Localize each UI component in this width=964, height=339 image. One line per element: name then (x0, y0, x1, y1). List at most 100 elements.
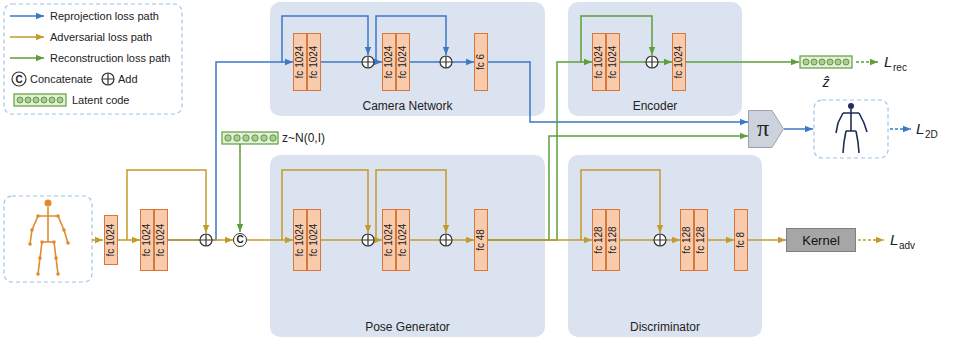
layer-label: fc 1024 (308, 46, 320, 79)
subscript: adv (899, 240, 915, 251)
input-skeleton (38, 256, 42, 260)
layer-label: fc 48 (475, 229, 487, 251)
input-skeleton (40, 240, 44, 244)
legend-sample (14, 94, 66, 106)
latent-code (843, 59, 849, 65)
legend-sample (10, 57, 44, 59)
subscript: 2D (925, 129, 938, 140)
latent-code (234, 135, 240, 141)
network-panel: Pose Generatorfc 1024fc 1024fc 1024fc 10… (270, 155, 545, 337)
add-symbol (362, 234, 374, 246)
output-skeleton (836, 109, 867, 153)
add-symbol (200, 56, 666, 246)
label: z~N(0,I) (282, 132, 325, 145)
legend-text: Latent code (72, 94, 130, 107)
fc-layer: fc 1024 (293, 33, 307, 91)
skip-connection (581, 170, 660, 240)
add-symbol (654, 234, 666, 246)
concat-label: C (236, 235, 243, 245)
projection-shape (749, 111, 784, 148)
legend-sample (49, 97, 55, 103)
add-symbol (646, 56, 658, 68)
connector (321, 61, 382, 63)
latent-code (270, 135, 276, 141)
latent-code (222, 132, 278, 144)
legend-text: Add (118, 73, 138, 86)
fc-layer: fc 128 (592, 209, 606, 271)
legend-sample (10, 15, 44, 17)
loss-arrow (856, 61, 878, 63)
skip-connection (282, 16, 368, 62)
fc-layer: fc 128 (680, 209, 694, 271)
input-skeleton (36, 272, 40, 276)
skip-connection (581, 16, 652, 62)
input-skeleton (66, 241, 70, 245)
layer-label: fc 1024 (673, 46, 685, 79)
connector (118, 239, 140, 241)
fc-layer: fc 1024 (396, 209, 410, 271)
fc-layer: fc 1024 (382, 209, 396, 271)
connector (168, 62, 293, 240)
input-skeleton (62, 228, 66, 232)
input-skeleton (54, 256, 58, 260)
input-skeleton (56, 272, 60, 276)
fc-layer: fc 1024 (293, 209, 307, 271)
panel-title: Discriminator (568, 320, 762, 334)
loss-arrow (784, 62, 911, 240)
connector (488, 239, 592, 241)
layer-label: fc 128 (593, 226, 605, 253)
latent-code (222, 56, 852, 232)
layer-label: fc 8 (735, 232, 747, 248)
legend-frame (4, 4, 182, 114)
fc-layer: fc 128 (694, 209, 708, 271)
latent-code (803, 59, 809, 65)
fc-layer: fc 8 (734, 209, 748, 271)
loss-arrow (784, 128, 813, 130)
latent-code (827, 59, 833, 65)
legend-text: Reprojection loss path (50, 10, 159, 23)
fc-layer: fc 1024 (104, 215, 118, 265)
fc-layer: fc 1024 (154, 209, 168, 271)
input-skeleton (4, 196, 92, 282)
add-symbol (200, 234, 212, 246)
label: L (916, 121, 924, 138)
latent-code (819, 59, 825, 65)
add-symbol (440, 56, 452, 68)
kernel-label: Kernel (802, 233, 840, 248)
legend-sample (17, 97, 63, 103)
input-skeleton (52, 240, 56, 244)
network-panel: Discriminatorfc 128fc 128fc 128fc 128fc … (568, 155, 762, 337)
subscript: rec (893, 62, 907, 73)
fc-layer: fc 1024 (396, 33, 410, 91)
layer-label: fc 128 (607, 226, 619, 253)
connector (247, 239, 293, 241)
loss-arrow (890, 128, 911, 130)
panel-title: Encoder (568, 99, 742, 113)
latent-code (239, 144, 241, 232)
legend-sample (41, 97, 47, 103)
layer-label: fc 1024 (607, 46, 619, 79)
fc-layer: fc 1024 (140, 209, 154, 271)
fc-layer: fc 128 (606, 209, 620, 271)
legend-sample (102, 73, 114, 85)
latent-code (225, 135, 276, 141)
input-skeleton (4, 196, 103, 282)
label: L (884, 54, 892, 71)
input-skeleton (36, 214, 40, 218)
legend-text: Reconstruction loss path (50, 52, 170, 65)
network-panel: Camera Networkfc 1024fc 1024fc 1024fc 10… (270, 2, 545, 116)
skip-connection (127, 16, 660, 240)
add-symbol (440, 234, 452, 246)
add-symbol (362, 56, 374, 68)
fc-layer: fc 1024 (672, 33, 686, 91)
layer-label: fc 1024 (397, 46, 409, 79)
input-skeleton (56, 214, 60, 218)
latent-code (243, 135, 249, 141)
input-skeleton (30, 207, 68, 274)
layer-label: fc 1024 (105, 224, 117, 257)
fc-layer: fc 1024 (307, 33, 321, 91)
loss-arrow (858, 239, 884, 241)
latent-code (835, 59, 841, 65)
layer-label: fc 1024 (383, 224, 395, 257)
